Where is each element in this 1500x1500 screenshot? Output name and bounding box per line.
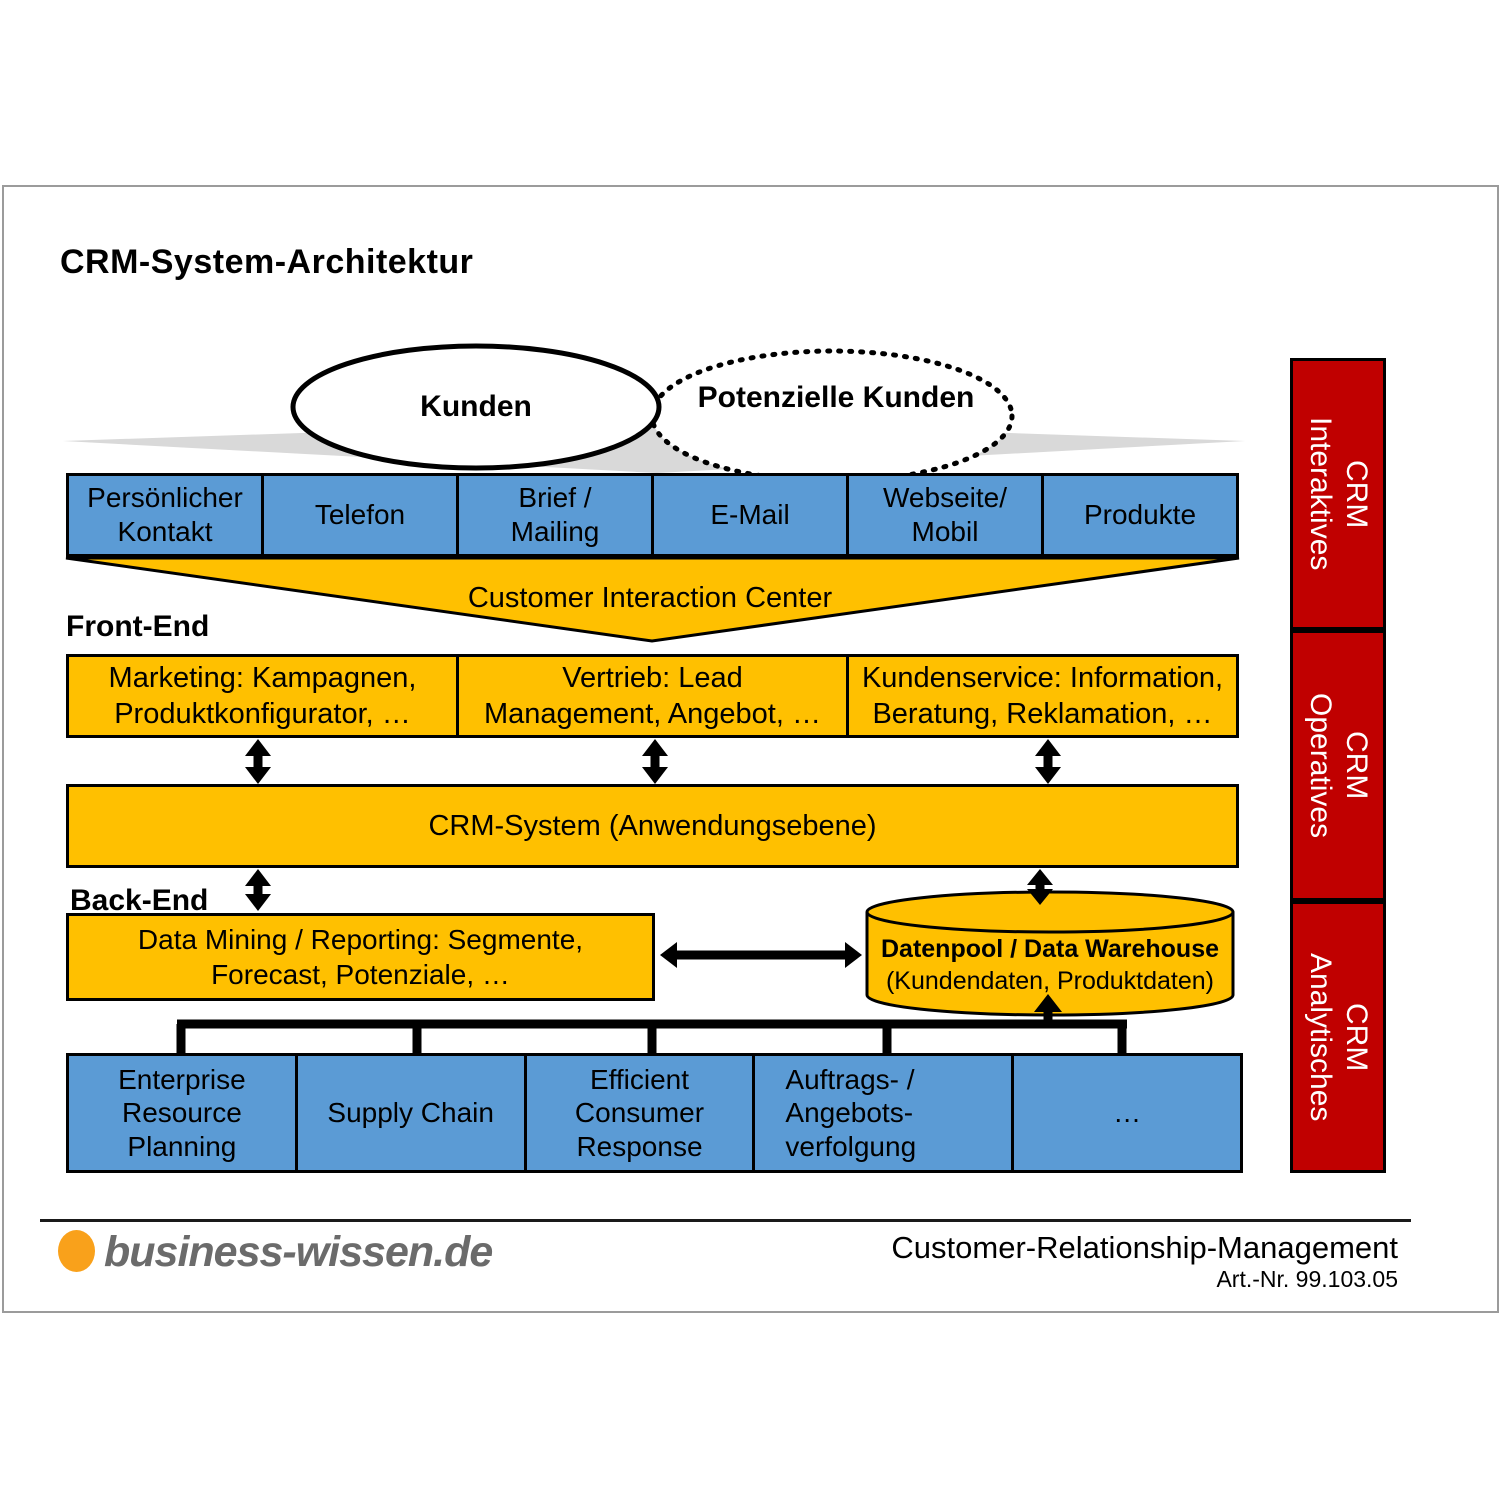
page-title: CRM-System-Architektur [60, 243, 474, 281]
channel-persoenlicher-kontakt: Persönlicher Kontakt [69, 476, 264, 554]
channel-email: E-Mail [654, 476, 849, 554]
crm-type-analytisches: Analytisches CRM [1290, 901, 1386, 1173]
crm-type-operatives: Operatives CRM [1290, 630, 1386, 901]
front-end-label: Front-End [66, 610, 210, 643]
system-auftragsverfolgung: Auftrags- / Angebots- verfolgung [755, 1056, 1015, 1170]
channel-webseite-mobil: Webseite/ Mobil [849, 476, 1044, 554]
front-end-vertrieb: Vertrieb: Lead Management, Angebot, … [456, 654, 846, 738]
customers-label: Kunden [420, 390, 532, 423]
system-ecr: Efficient Consumer Response [526, 1056, 756, 1170]
footer-topic: Customer-Relationship-Management [891, 1230, 1398, 1265]
channel-produkte: Produkte [1044, 476, 1236, 554]
logo-text: business-wissen.de [104, 1228, 493, 1276]
crm-system-box: CRM-System (Anwendungsebene) [66, 784, 1239, 868]
channel-telefon: Telefon [264, 476, 459, 554]
footer-divider [40, 1219, 1411, 1222]
front-end-row: Marketing: Kampagnen, Produktkonfigurato… [66, 654, 1239, 738]
system-more: … [1014, 1056, 1240, 1170]
channel-row: Persönlicher Kontakt Telefon Brief / Mai… [66, 473, 1239, 557]
warehouse-subtitle: (Kundendaten, Produktdaten) [885, 967, 1214, 995]
crm-type-interaktives: Interaktives CRM [1290, 358, 1386, 630]
back-end-label: Back-End [70, 884, 209, 917]
footer-article-number: Art.-Nr. 99.103.05 [1216, 1266, 1398, 1292]
front-end-kundenservice: Kundenservice: Information, Beratung, Re… [846, 654, 1239, 738]
potential-customers-label: Potenzielle Kunden [697, 381, 975, 414]
front-end-marketing: Marketing: Kampagnen, Produktkonfigurato… [66, 654, 456, 738]
slide-frame [2, 185, 1499, 1313]
cic-label: Customer Interaction Center [467, 581, 833, 614]
warehouse-labels: Datenpool / Data Warehouse (Kundendaten,… [867, 932, 1233, 998]
system-supply-chain: Supply Chain [297, 1056, 527, 1170]
system-erp: Enterprise Resource Planning [69, 1056, 298, 1170]
logo-dot-icon [58, 1230, 95, 1272]
warehouse-title: Datenpool / Data Warehouse [880, 935, 1219, 963]
data-mining-box: Data Mining / Reporting: Segmente, Forec… [66, 913, 655, 1001]
systems-row: Enterprise Resource Planning Supply Chai… [66, 1053, 1243, 1173]
channel-brief-mailing: Brief / Mailing [459, 476, 654, 554]
